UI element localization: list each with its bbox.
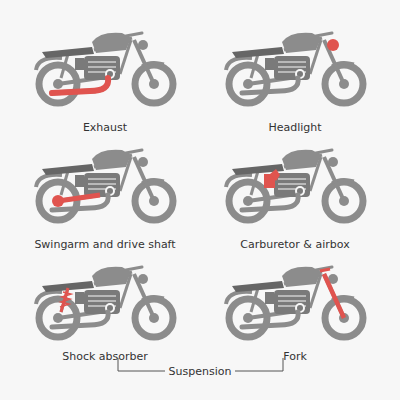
part-label: Headlight <box>268 121 321 134</box>
group-label: Suspension <box>166 365 235 378</box>
fork-highlight <box>320 269 344 318</box>
part-label: Swingarm and drive shaft <box>34 238 175 251</box>
headlight-highlight <box>327 39 339 51</box>
part-label: Exhaust <box>83 121 127 134</box>
swingarm-highlight <box>52 195 100 207</box>
part-label: Fork <box>283 350 307 363</box>
part-label: Shock absorber <box>62 350 148 363</box>
carburetor-highlight <box>264 169 280 188</box>
exhaust-highlight <box>52 78 108 93</box>
shock-highlight <box>60 288 71 312</box>
part-label: Carburetor & airbox <box>240 238 349 251</box>
